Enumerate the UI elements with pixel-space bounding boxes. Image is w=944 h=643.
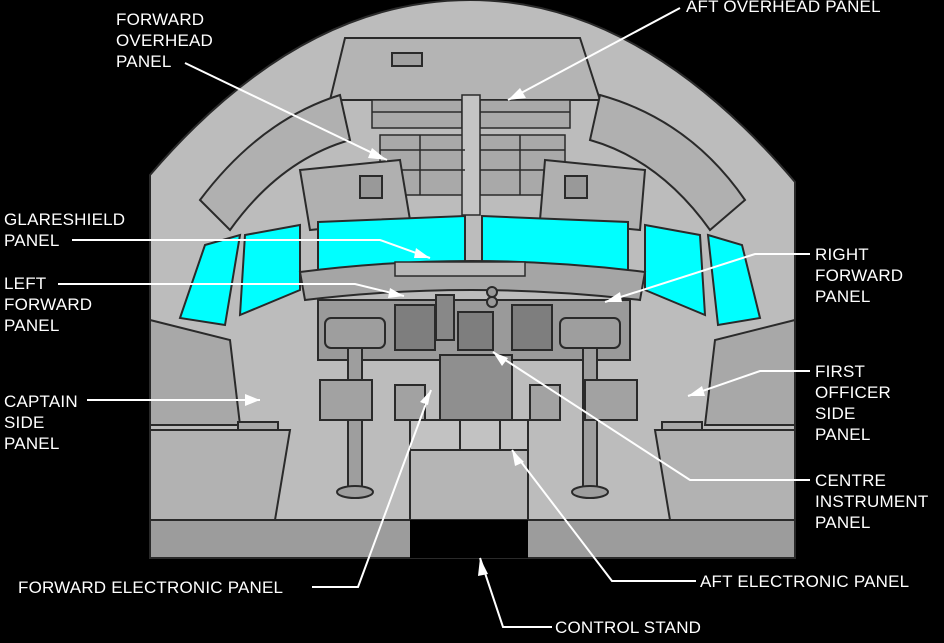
label-line: SIDE	[4, 413, 45, 432]
right-sun-visor-clip	[564, 175, 588, 199]
leader-right-forward	[604, 253, 810, 303]
label-line: SIDE	[815, 404, 856, 423]
label-line: PANEL	[815, 287, 871, 306]
label-forward-overhead-panel: FORWARD OVERHEAD PANEL	[116, 9, 213, 72]
label-line: AFT ELECTRONIC PANEL	[700, 572, 910, 591]
leader-forward-overhead	[184, 62, 388, 161]
label-line: PANEL	[4, 316, 60, 335]
leader-left-forward	[58, 283, 405, 297]
label-line: OFFICER	[815, 383, 892, 402]
leader-forward-electronic	[312, 389, 432, 588]
leader-aft-overhead	[507, 7, 681, 101]
label-control-stand: CONTROL STAND	[555, 617, 701, 638]
leader-control-stand	[479, 557, 552, 628]
label-line: FIRST	[815, 362, 866, 381]
label-line: RIGHT	[815, 245, 869, 264]
label-line: PANEL	[815, 513, 871, 532]
label-line: PANEL	[4, 434, 60, 453]
label-line: AFT OVERHEAD PANEL	[686, 0, 881, 16]
leader-lines	[58, 7, 810, 628]
label-line: CENTRE	[815, 471, 887, 490]
label-line: PANEL	[116, 52, 172, 71]
lower-consoles	[319, 354, 638, 421]
label-aft-overhead-panel: AFT OVERHEAD PANEL	[686, 0, 881, 17]
glareshield-top	[394, 261, 526, 277]
leader-glareshield	[72, 239, 431, 259]
label-line: GLARESHIELD	[4, 210, 126, 229]
left-side-window	[178, 233, 242, 327]
label-line: PANEL	[815, 425, 871, 444]
label-line: CONTROL STAND	[555, 618, 702, 637]
leader-centre-instrument	[492, 351, 810, 481]
label-line: PANEL	[4, 231, 60, 250]
label-aft-electronic-panel: AFT ELECTRONIC PANEL	[700, 571, 909, 592]
label-left-forward-panel: LEFT FORWARD PANEL	[4, 273, 92, 336]
label-centre-instrument-panel: CENTRE INSTRUMENT PANEL	[815, 470, 928, 533]
label-line: FORWARD	[116, 10, 205, 29]
label-line: FORWARD ELECTRONIC PANEL	[18, 578, 284, 597]
leader-arrowheads	[245, 88, 705, 576]
left-forward-window	[238, 223, 301, 317]
leader-first-officer-side	[687, 370, 810, 397]
label-line: LEFT	[4, 274, 47, 293]
left-sun-visor-clip	[359, 175, 383, 199]
label-line: CAPTAIN	[4, 392, 78, 411]
leader-aft-electronic	[511, 449, 696, 582]
label-first-officer-side-panel: FIRST OFFICER SIDE PANEL	[815, 361, 891, 445]
overhead-ceiling	[328, 37, 602, 101]
label-line: INSTRUMENT	[815, 492, 929, 511]
label-right-forward-panel: RIGHT FORWARD PANEL	[815, 244, 903, 307]
label-line: FORWARD	[815, 266, 904, 285]
right-side-window	[706, 233, 762, 327]
overhead-light	[391, 52, 423, 67]
label-captain-side-panel: CAPTAIN SIDE PANEL	[4, 391, 78, 454]
label-glareshield-panel: GLARESHIELD PANEL	[4, 209, 125, 251]
label-line: FORWARD	[4, 295, 93, 314]
cockpit-frame	[198, 93, 747, 232]
label-forward-electronic-panel: FORWARD ELECTRONIC PANEL	[18, 577, 283, 598]
right-forward-window	[644, 223, 707, 317]
label-line: OVERHEAD	[116, 31, 214, 50]
cockpit-floor-cutout	[410, 520, 528, 558]
